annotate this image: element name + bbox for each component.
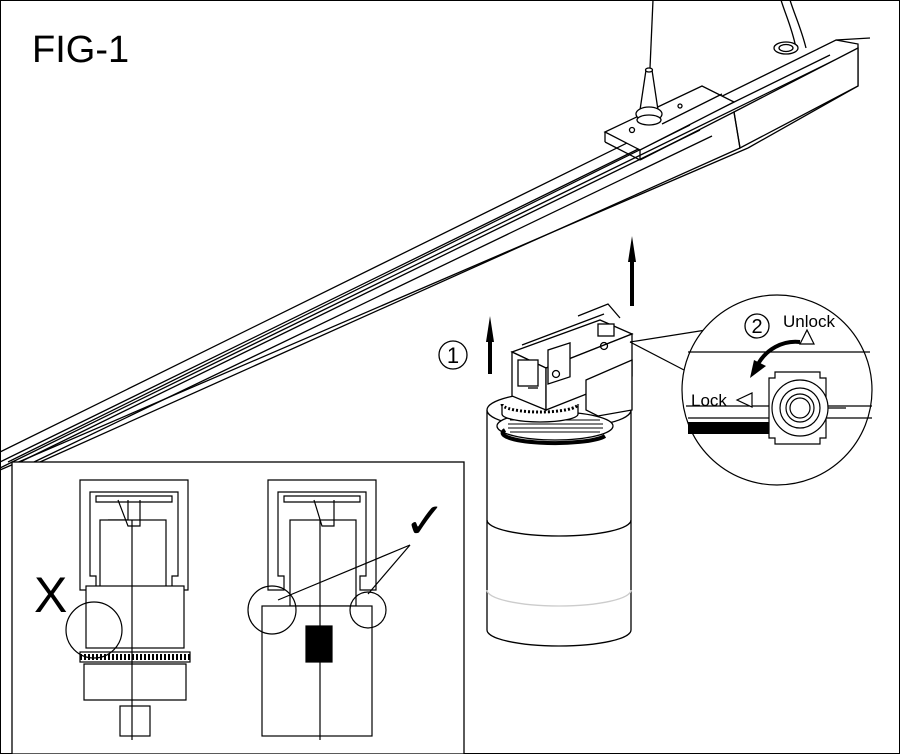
lock-label: Lock xyxy=(691,391,727,410)
incorrect-installation xyxy=(65,479,191,740)
unlock-pointer-icon xyxy=(799,328,815,345)
step-2-number: 2 xyxy=(751,316,762,338)
step-2-badge: 2 xyxy=(744,313,770,339)
arrow-up-icon xyxy=(628,236,636,306)
lock-pointer-icon xyxy=(735,392,753,408)
wrong-mark: X xyxy=(34,567,67,623)
lock-detail-callout xyxy=(629,294,873,486)
figure-title: FIG-1 xyxy=(32,29,129,71)
arrow-up-icon xyxy=(486,316,494,374)
unlock-label: Unlock xyxy=(783,312,835,331)
spotlight xyxy=(486,303,634,647)
correct-mark: ✓ xyxy=(404,493,446,549)
step-1-number: 1 xyxy=(447,343,459,368)
correct-installation xyxy=(247,479,411,740)
step-1-badge: 1 xyxy=(438,340,468,370)
rotate-arrow-icon xyxy=(750,339,801,378)
track-rail xyxy=(0,0,871,471)
